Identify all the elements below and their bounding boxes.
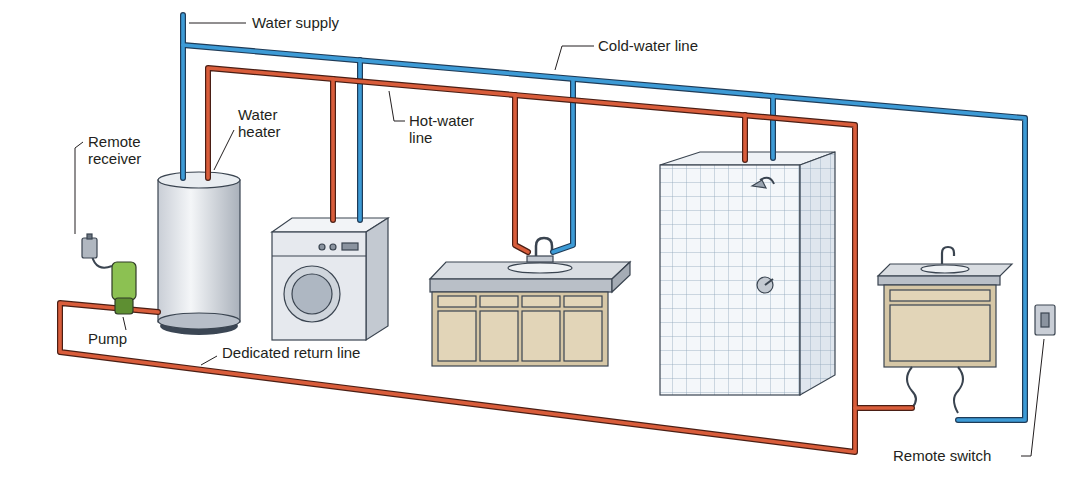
leader-lines — [75, 23, 1044, 456]
callout-label: Remote switch — [891, 447, 993, 464]
hot-water-pipes — [60, 68, 912, 452]
bathroom-vanity — [430, 238, 630, 366]
callout-label: Dedicated return line — [220, 344, 362, 361]
remote-switch — [1035, 305, 1055, 335]
pump — [112, 262, 136, 314]
sink-vanity — [878, 247, 1012, 413]
callout-label: Cold-water line — [596, 37, 700, 54]
remote-receiver — [82, 234, 112, 268]
callout-label: Pump — [86, 330, 129, 347]
shower-stall — [660, 152, 835, 395]
water-heater — [158, 172, 240, 335]
callout-label: Remote receiver — [86, 133, 162, 167]
washing-machine — [272, 218, 388, 340]
callout-label: Water heater — [236, 106, 306, 140]
callout-label: Hot-water line — [407, 112, 489, 146]
callout-label: Water supply — [250, 14, 341, 31]
